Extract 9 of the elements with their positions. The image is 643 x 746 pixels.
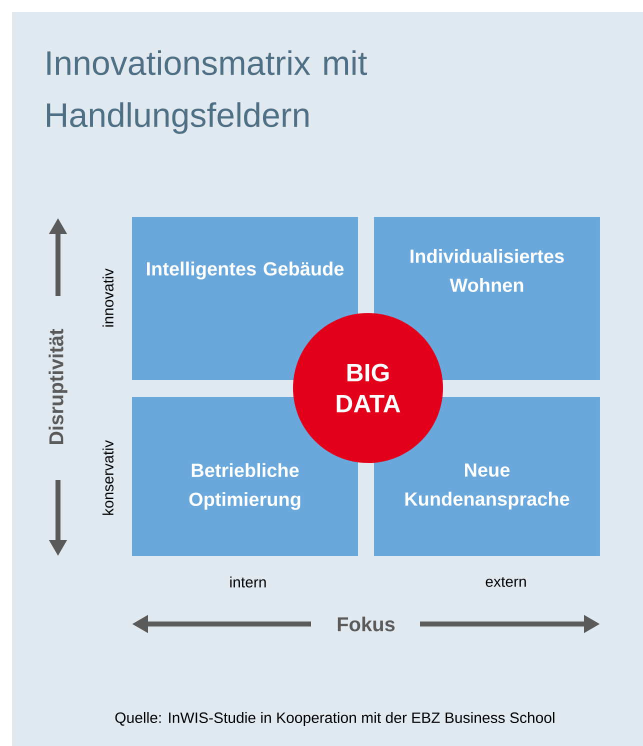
axis-label: intern xyxy=(230,576,266,588)
caption: Quelle: InWIS-Studie in Kooperation mit der EBZ Business School xyxy=(115,712,554,726)
axis-label: extern xyxy=(486,577,526,587)
axis-label: konservativ xyxy=(102,440,114,515)
title: Innovationsmatrix mit Handlungsfeldern xyxy=(47,50,368,134)
axis-title: Fokus xyxy=(338,616,395,632)
axis-title: Disruptivität xyxy=(48,328,68,444)
axis-label: innovativ xyxy=(102,268,114,327)
circle-node: BIG DATA xyxy=(293,313,443,463)
